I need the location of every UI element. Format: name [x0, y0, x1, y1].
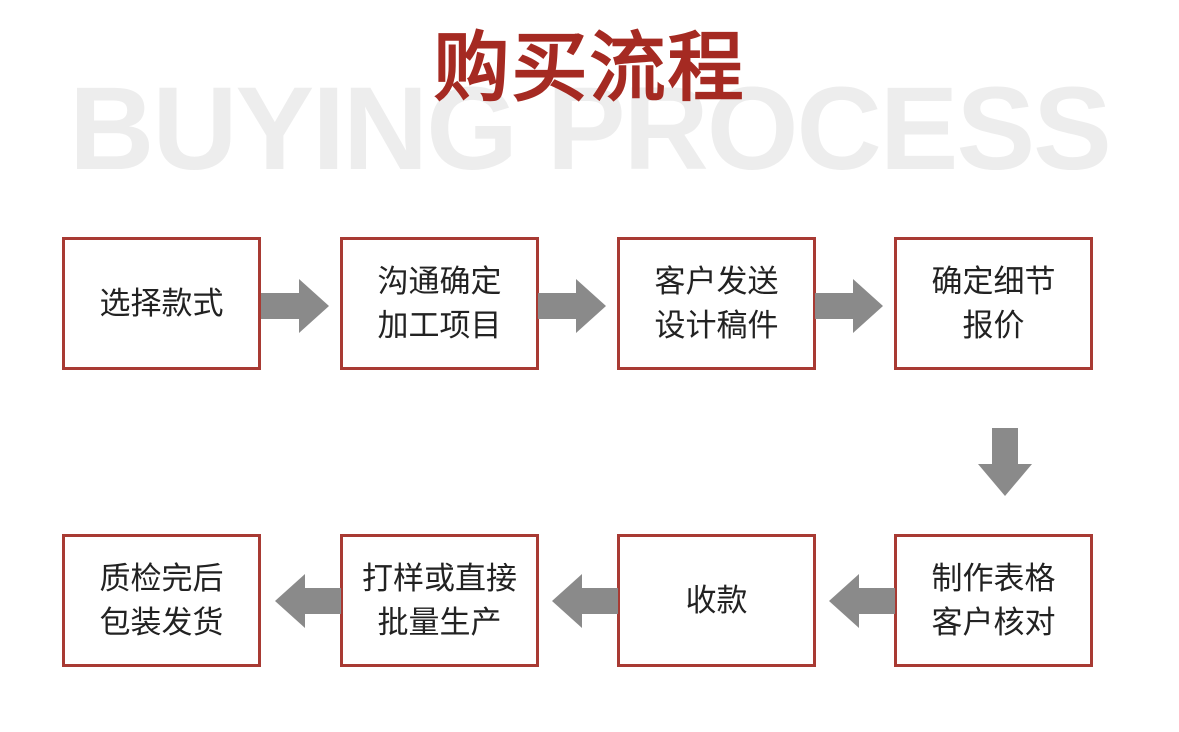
arrow-right-icon	[261, 279, 329, 333]
arrow-left-icon	[829, 574, 895, 628]
step-1-box: 选择款式	[62, 237, 261, 370]
arrow-right-icon	[538, 279, 606, 333]
step-4-line-2: 报价	[962, 307, 1025, 344]
step-7-box: 打样或直接 批量生产	[340, 534, 539, 667]
step-2-line-1: 沟通确定	[377, 263, 502, 300]
step-5-box: 制作表格 客户核对	[894, 534, 1093, 667]
step-3-line-1: 客户发送	[654, 263, 779, 300]
step-4-box: 确定细节 报价	[894, 237, 1093, 370]
step-8-box: 质检完后 包装发货	[62, 534, 261, 667]
step-2-box: 沟通确定 加工项目	[340, 237, 539, 370]
step-5-line-1: 制作表格	[931, 560, 1056, 597]
watermark-text: BUYING PROCESS	[69, 63, 1112, 195]
step-7-line-2: 批量生产	[377, 604, 502, 641]
step-8-line-2: 包装发货	[99, 604, 224, 641]
step-2-line-2: 加工项目	[377, 307, 502, 344]
arrow-left-icon	[552, 574, 618, 628]
step-8-line-1: 质检完后	[99, 560, 224, 597]
page-title: 购买流程	[433, 23, 746, 112]
step-4-line-1: 确定细节	[931, 263, 1056, 300]
step-1-line-1: 选择款式	[99, 285, 224, 322]
arrow-down-icon	[978, 428, 1032, 496]
step-3-box: 客户发送 设计稿件	[617, 237, 816, 370]
step-7-line-1: 打样或直接	[362, 560, 517, 597]
step-6-box: 收款	[617, 534, 816, 667]
step-6-line-1: 收款	[685, 582, 748, 619]
arrow-left-icon	[275, 574, 341, 628]
arrow-right-icon	[815, 279, 883, 333]
step-3-line-2: 设计稿件	[654, 307, 779, 344]
step-5-line-2: 客户核对	[931, 604, 1056, 641]
